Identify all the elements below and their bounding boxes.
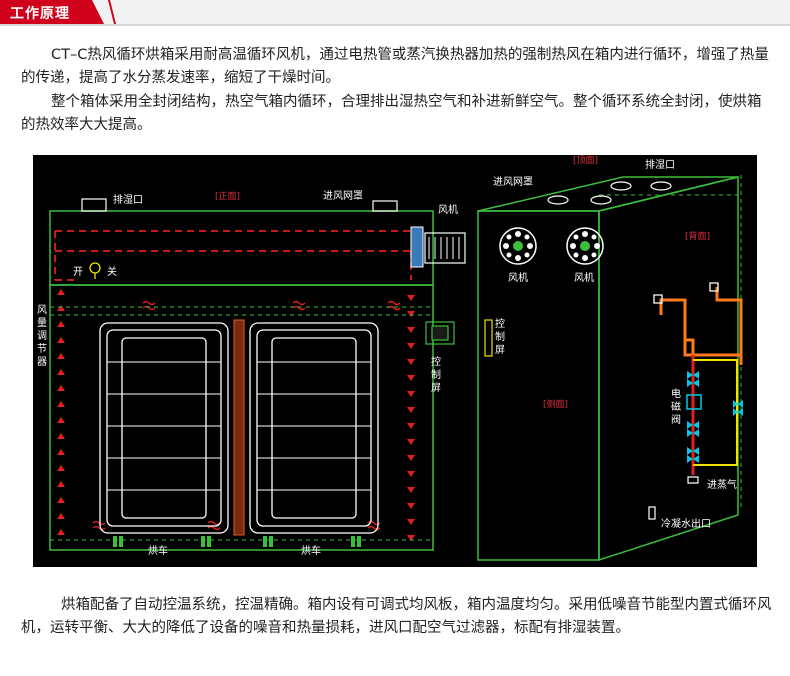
front-side-heat-arrows xyxy=(57,289,415,541)
label-fan-top: 风机 xyxy=(438,203,458,216)
section-header: 工作原理 xyxy=(0,0,790,26)
label-exhaust-left: 排湿口 xyxy=(113,193,143,206)
label-back-view: [背面] xyxy=(685,230,710,242)
condensate-outlet-icon xyxy=(648,506,656,520)
label-steam-inlet: 进蒸气 xyxy=(707,478,737,491)
oven-diagram: 排湿口 [正面] 进风网罩 风机 开 关 烘车 烘车 [顶面] 排湿口 进风网罩… xyxy=(33,155,757,567)
section-tab-stripe xyxy=(108,0,116,24)
front-view xyxy=(49,198,434,551)
label-solenoid-valve: 电 磁 阀 xyxy=(671,387,681,426)
svg-text:制: 制 xyxy=(495,330,505,343)
svg-text:屏: 屏 xyxy=(431,382,441,394)
label-fan-1: 风机 xyxy=(508,271,528,284)
drying-cart-left xyxy=(99,322,229,534)
side-view-dashed-lines xyxy=(599,175,742,510)
svg-text:制: 制 xyxy=(431,368,441,381)
svg-text:控: 控 xyxy=(431,355,441,368)
outro-paragraph: 烘箱配备了自动控温系统，控温精确。箱内设有可调式均风板，箱内温度均匀。采用低噪音… xyxy=(21,597,772,636)
label-air-regulator: 风 量 调 节 器 xyxy=(37,304,47,368)
label-side-view: [侧面] xyxy=(543,398,568,410)
exhaust-port-left xyxy=(81,198,107,212)
label-control-screen-left: 控 制 屏 xyxy=(431,355,441,394)
front-center-divider xyxy=(50,306,433,541)
label-cart-left: 烘车 xyxy=(148,544,168,557)
intake-cover-left xyxy=(372,200,398,212)
label-front-view: [正面] xyxy=(215,191,240,202)
front-fan-housing xyxy=(410,226,466,268)
label-condensate-outlet: 冷凝水出口 xyxy=(661,517,711,530)
front-lower-section xyxy=(49,284,434,551)
side-intake-covers xyxy=(547,181,672,205)
svg-text:量: 量 xyxy=(37,317,47,329)
side-control-screen-icon xyxy=(484,319,493,357)
svg-text:节: 节 xyxy=(37,343,47,355)
side-back-face xyxy=(598,176,739,562)
label-cart-right: 烘车 xyxy=(301,544,321,557)
intro-paragraph-2: 整个箱体采用全封闭结构，热空气箱内循环，合理排出湿热空气和补进新鲜空气。整个循环… xyxy=(21,94,762,133)
svg-text:风: 风 xyxy=(37,304,47,316)
svg-text:调: 调 xyxy=(37,330,47,342)
fan-icon-1 xyxy=(499,227,537,265)
label-close: 关 xyxy=(107,265,117,278)
steam-valve-brackets xyxy=(653,282,719,304)
label-open: 开 xyxy=(73,267,83,278)
section-tab xyxy=(0,0,104,24)
steam-trap-icon xyxy=(687,476,699,484)
svg-text:控: 控 xyxy=(495,317,505,330)
label-fan-2: 风机 xyxy=(574,271,594,284)
front-control-panel xyxy=(425,321,455,345)
label-intake-left: 进风网罩 xyxy=(323,190,363,202)
cart-wheels xyxy=(113,536,361,547)
label-intake-right: 进风网罩 xyxy=(493,176,533,188)
section-title: 工作原理 xyxy=(10,6,70,22)
label-control-screen-right: 控 制 屏 xyxy=(495,317,505,356)
label-exhaust-right: 排湿口 xyxy=(645,158,675,171)
intro-paragraph-1: CT–C热风循环烘箱采用耐高温循环风机，通过电热管或蒸汽换热器加热的强制热风在箱… xyxy=(21,47,769,86)
svg-text:阀: 阀 xyxy=(671,413,681,426)
steam-piping xyxy=(659,287,743,475)
fan-icon-2 xyxy=(566,227,604,265)
svg-text:屏: 屏 xyxy=(495,344,505,356)
side-view xyxy=(477,176,739,562)
solenoid-valves xyxy=(686,371,743,463)
svg-text:电: 电 xyxy=(671,387,681,400)
label-top-view: [顶面] xyxy=(573,155,598,166)
heat-wave-marks xyxy=(92,300,401,531)
drying-cart-right xyxy=(249,322,379,534)
svg-text:器: 器 xyxy=(37,356,47,368)
damper-switch-icon xyxy=(89,262,101,279)
svg-text:磁: 磁 xyxy=(671,400,681,413)
oven-diagram-svg: 排湿口 [正面] 进风网罩 风机 开 关 烘车 烘车 [顶面] 排湿口 进风网罩… xyxy=(37,155,743,562)
